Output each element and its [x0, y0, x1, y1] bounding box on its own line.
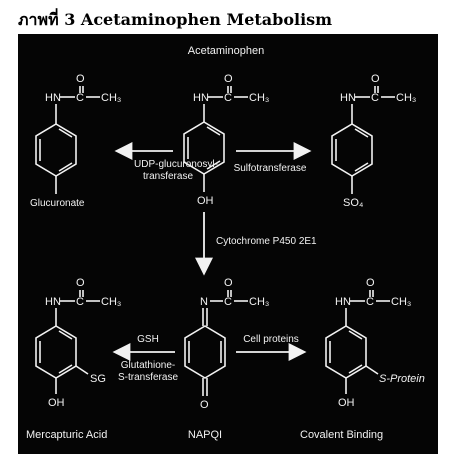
right-top-c: C — [371, 92, 379, 104]
center-top-ch3: CH₃ — [249, 92, 269, 104]
left-top-o: O — [76, 73, 85, 85]
covalent-binding-label: Covalent Binding — [300, 429, 383, 441]
sulfate-structure: HN C O CH₃ SO₄ — [331, 73, 416, 209]
left-top-c: C — [76, 92, 84, 104]
napqi-label: NAPQI — [188, 429, 222, 441]
left-bottom-c: C — [76, 296, 84, 308]
cell-proteins-label: Cell proteins — [243, 334, 299, 345]
napqi-c: C — [224, 296, 232, 308]
right-bottom-o: O — [366, 277, 375, 289]
metabolism-diagram: Acetaminophen HN C O CH₃ OH HN C O CH₃ — [26, 45, 425, 441]
right-bottom-ch3: CH₃ — [391, 296, 411, 308]
acetaminophen-structure: HN C O CH₃ OH — [183, 73, 269, 207]
center-top-hn: HN — [193, 92, 209, 104]
right-top-o: O — [371, 73, 380, 85]
center-top-c: C — [224, 92, 232, 104]
left-bottom-oh: OH — [48, 397, 65, 409]
sulfate-label: SO₄ — [343, 197, 364, 209]
sg-label: SG — [90, 373, 106, 385]
napqi-acetyl-o: O — [224, 277, 233, 289]
gst-label-line1: Glutathione- — [121, 360, 175, 371]
right-bottom-hn: HN — [335, 296, 351, 308]
gsh-label: GSH — [137, 334, 159, 345]
right-top-hn: HN — [340, 92, 356, 104]
acetaminophen-label: Acetaminophen — [188, 45, 264, 57]
gst-label-line2: S-transferase — [118, 372, 178, 383]
figure-title: ภาพที่ 3 Acetaminophen Metabolism — [18, 10, 333, 29]
napqi-structure: N C O CH₃ O — [184, 277, 269, 411]
cyp-label: Cytochrome P450 2E1 — [216, 236, 317, 247]
mercapturic-structure: HN C O CH₃ SG OH — [35, 277, 121, 409]
ugt-label-line1: UDP-glucuronosyl- — [134, 159, 218, 170]
right-bottom-c: C — [366, 296, 374, 308]
center-top-o: O — [224, 73, 233, 85]
left-bottom-o: O — [76, 277, 85, 289]
s-protein-label: S-Protein — [379, 373, 425, 385]
ugt-label-line2: transferase — [143, 171, 193, 182]
right-top-ch3: CH₃ — [396, 92, 416, 104]
center-top-oh: OH — [197, 195, 214, 207]
glucuronate-label: Glucuronate — [30, 198, 85, 209]
napqi-o: O — [200, 399, 209, 411]
diagram-panel: Acetaminophen HN C O CH₃ OH HN C O CH₃ — [18, 34, 438, 454]
left-bottom-ch3: CH₃ — [101, 296, 121, 308]
right-bottom-oh: OH — [338, 397, 355, 409]
sulfotransferase-label: Sulfotransferase — [234, 163, 307, 174]
left-top-hn: HN — [45, 92, 61, 104]
left-bottom-hn: HN — [45, 296, 61, 308]
mercapturic-acid-label: Mercapturic Acid — [26, 429, 107, 441]
protein-adduct-structure: HN C O CH₃ S-Protein OH — [325, 277, 425, 409]
napqi-ch3: CH₃ — [249, 296, 269, 308]
napqi-n: N — [200, 296, 208, 308]
left-top-ch3: CH₃ — [101, 92, 121, 104]
glucuronide-structure: HN C O CH₃ Glucuronate — [30, 73, 121, 209]
